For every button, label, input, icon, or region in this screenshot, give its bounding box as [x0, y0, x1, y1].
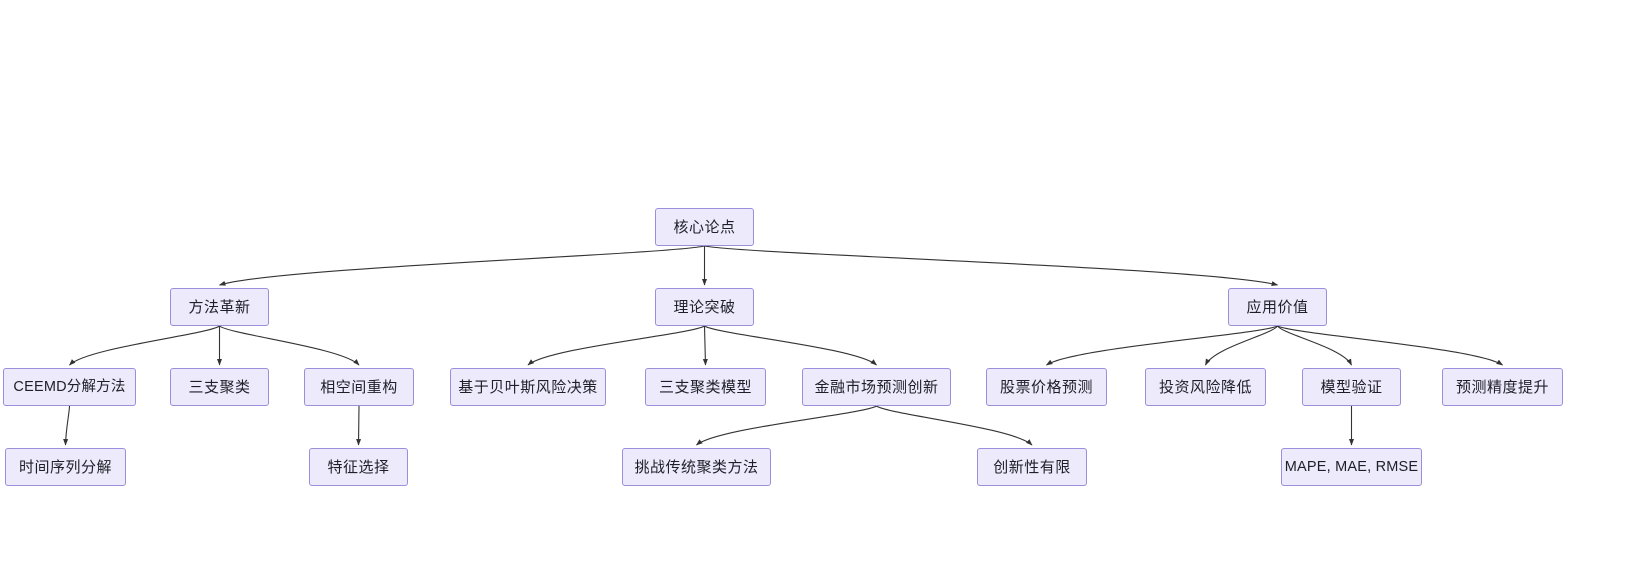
node-label: 时间序列分解: [18, 458, 112, 476]
diagram-node-n_tsd[interactable]: 时间序列分解: [5, 448, 126, 486]
node-label: 应用价值: [1246, 298, 1309, 316]
node-label: 相空间重构: [320, 378, 398, 396]
edge-n_apply-to-n_acc: [1277, 325, 1504, 366]
diagram-node-n_tmodel[interactable]: 三支聚类模型: [645, 368, 766, 406]
node-label: 模型验证: [1320, 378, 1383, 396]
edge-n_theory-to-n_tmodel: [702, 325, 708, 366]
node-label: 特征选择: [327, 458, 390, 476]
edge-n_apply-to-n_risk: [1205, 325, 1278, 366]
diagram-node-n_stock[interactable]: 股票价格预测: [986, 368, 1107, 406]
diagram-node-n_acc[interactable]: 预测精度提升: [1442, 368, 1563, 406]
edge-root-to-n_apply: [704, 245, 1279, 286]
diagram-node-n_metrics[interactable]: MAPE, MAE, RMSE: [1281, 448, 1422, 486]
diagram-node-n_limit[interactable]: 创新性有限: [977, 448, 1087, 486]
diagram-node-n_apply[interactable]: 应用价值: [1228, 288, 1327, 326]
diagram-node-n_fin[interactable]: 金融市场预测创新: [802, 368, 951, 406]
edge-n_theory-to-n_fin: [704, 325, 878, 366]
edge-n_fin-to-n_chall: [695, 405, 877, 446]
diagram-node-n_phase[interactable]: 相空间重构: [304, 368, 414, 406]
node-label: 挑战传统聚类方法: [634, 458, 759, 476]
diagram-node-n_ceemd[interactable]: CEEMD分解方法: [3, 368, 136, 406]
node-label: 基于贝叶斯风险决策: [458, 378, 598, 396]
diagram-node-root[interactable]: 核心论点: [655, 208, 754, 246]
node-label: 创新性有限: [993, 458, 1071, 476]
diagram-node-n_valid[interactable]: 模型验证: [1302, 368, 1401, 406]
node-label: 核心论点: [673, 218, 736, 236]
node-label: 方法革新: [188, 298, 251, 316]
node-label: 预测精度提升: [1455, 378, 1549, 396]
edge-n_fin-to-n_limit: [876, 405, 1033, 446]
edge-n_phase-to-n_feat: [356, 405, 362, 446]
node-label: 三支聚类: [188, 378, 251, 396]
node-label: CEEMD分解方法: [13, 378, 126, 395]
diagram-node-n_three[interactable]: 三支聚类: [170, 368, 269, 406]
diagram-node-n_bayes[interactable]: 基于贝叶斯风险决策: [450, 368, 606, 406]
edge-root-to-n_method: [218, 245, 705, 286]
edge-n_apply-to-n_valid: [1277, 325, 1352, 366]
diagram-node-n_feat[interactable]: 特征选择: [309, 448, 408, 486]
edge-n_method-to-n_ceemd: [69, 325, 220, 366]
edge-n_theory-to-n_bayes: [527, 325, 705, 366]
edge-n_ceemd-to-n_tsd: [63, 405, 71, 446]
node-label: 理论突破: [673, 298, 736, 316]
node-label: 金融市场预测创新: [814, 378, 939, 396]
edge-n_apply-to-n_stock: [1045, 325, 1278, 366]
node-label: 投资风险降低: [1158, 378, 1252, 396]
node-label: MAPE, MAE, RMSE: [1284, 458, 1419, 475]
node-label: 股票价格预测: [999, 378, 1093, 396]
diagram-node-n_risk[interactable]: 投资风险降低: [1145, 368, 1266, 406]
edge-n_method-to-n_phase: [219, 325, 360, 366]
diagram-node-n_theory[interactable]: 理论突破: [655, 288, 754, 326]
diagram-node-n_method[interactable]: 方法革新: [170, 288, 269, 326]
diagram-node-n_chall[interactable]: 挑战传统聚类方法: [622, 448, 771, 486]
node-label: 三支聚类模型: [658, 378, 752, 396]
